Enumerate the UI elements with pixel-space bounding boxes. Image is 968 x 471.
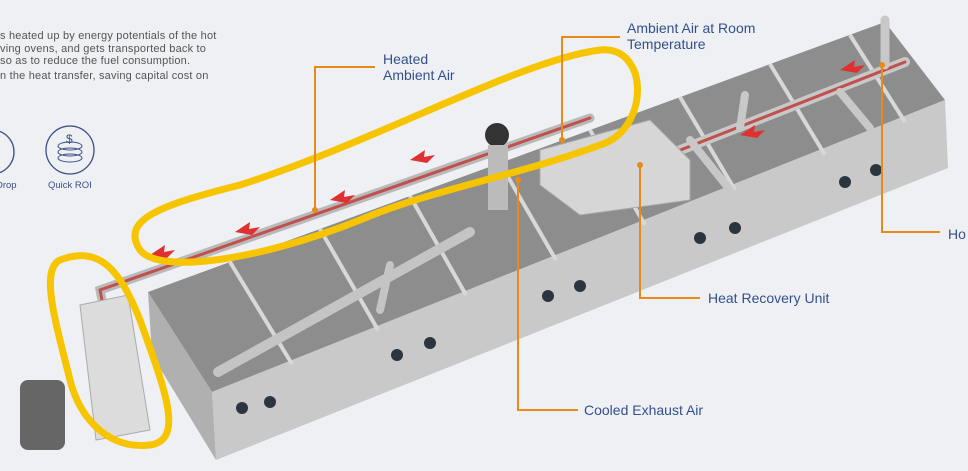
intro-line: n the heat transfer, saving capital cost… xyxy=(0,69,209,82)
intro-text: s heated up by energy potentials of the … xyxy=(0,30,217,82)
coin-stack-dollar-icon: $ xyxy=(45,125,95,175)
oven-left-face xyxy=(148,292,216,460)
intro-line: so as to reduce the fuel consumption. xyxy=(0,55,191,67)
label-hot: Ho xyxy=(948,226,966,242)
label-line: Temperature xyxy=(627,36,706,52)
label-ambient-air-room-temperature: Ambient Air at Room Temperature xyxy=(627,20,755,52)
callout-lines xyxy=(314,36,940,411)
highlight-loop-left xyxy=(46,252,173,450)
feature-label-quick-roi: Quick ROI xyxy=(48,180,92,191)
intro-line: ving ovens, and gets transported back to xyxy=(0,42,207,55)
svg-text:$: $ xyxy=(66,132,73,146)
heat-recovery-unit xyxy=(539,119,691,216)
label-line: Heated xyxy=(383,51,429,67)
feature-label-drop: Drop xyxy=(0,180,17,191)
fan-unit xyxy=(20,380,65,450)
label-heated-ambient-air: Heated Ambient Air xyxy=(383,51,455,83)
left-heat-exchanger xyxy=(79,294,151,441)
flow-arrows xyxy=(150,60,865,258)
highlight-loop-top xyxy=(131,46,641,266)
intro-line: s heated up by energy potentials of the … xyxy=(0,30,217,42)
exhaust-fan xyxy=(485,123,509,147)
pressure-drop-icon xyxy=(0,130,15,174)
label-line: Ambient Air at Room xyxy=(627,20,756,36)
label-heat-recovery-unit: Heat Recovery Unit xyxy=(708,290,830,306)
label-line: Ambient Air xyxy=(383,67,455,83)
burners xyxy=(236,164,882,414)
label-cooled-exhaust-air: Cooled Exhaust Air xyxy=(584,402,704,418)
